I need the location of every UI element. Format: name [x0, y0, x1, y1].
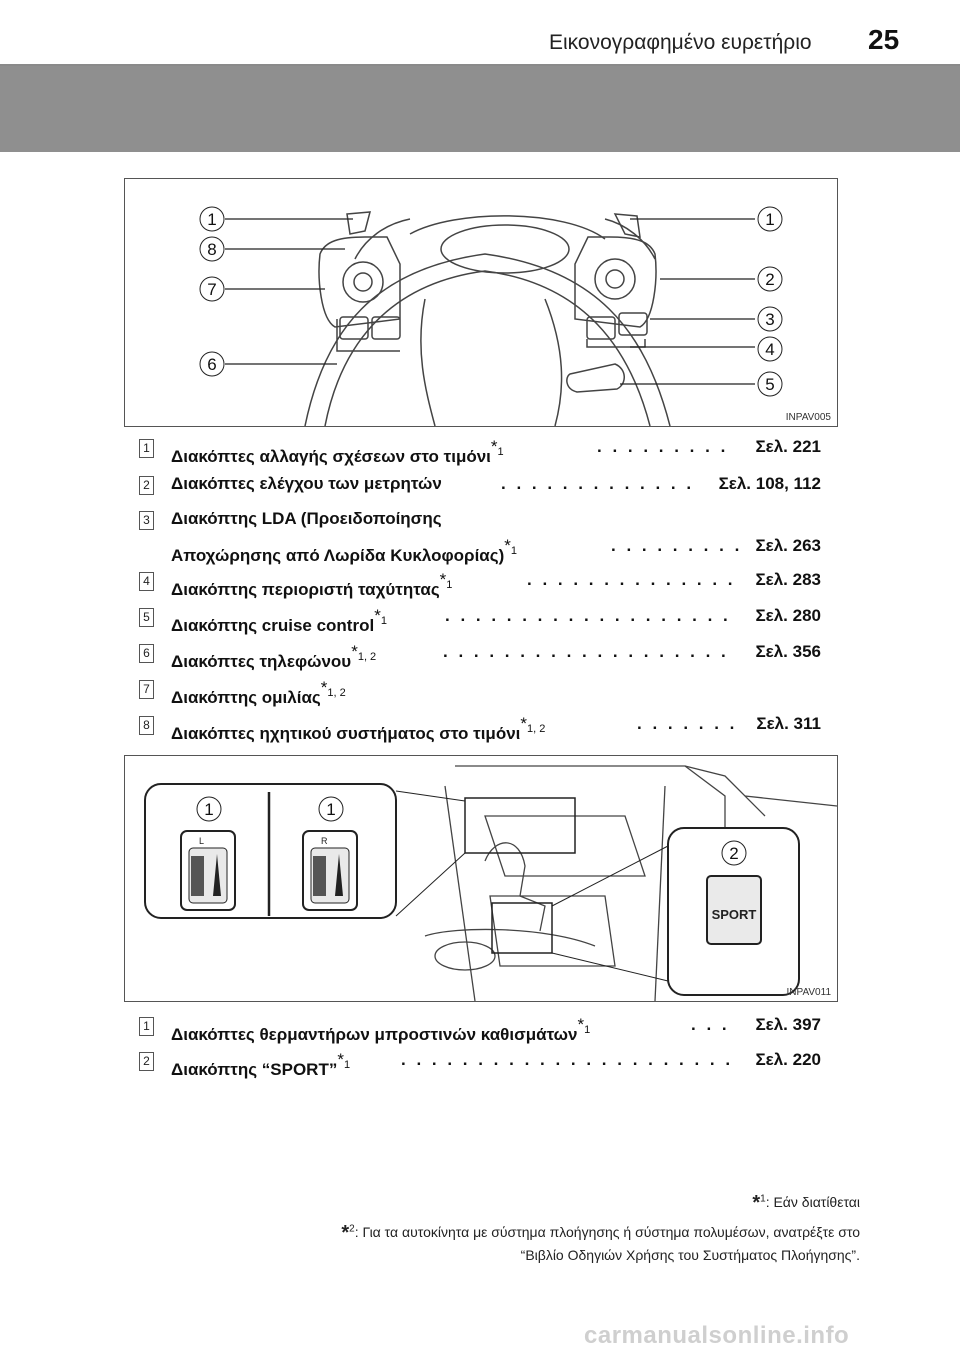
- item-number-badge: 7: [139, 680, 154, 699]
- item-number-badge: 2: [139, 476, 154, 495]
- page-reference: Σελ. 311: [756, 714, 821, 733]
- callout-1-right-seat: 1: [318, 796, 344, 822]
- footnote-1: *1: Εάν διατίθεται: [752, 1192, 860, 1214]
- svg-text:2: 2: [765, 270, 774, 289]
- svg-text:2: 2: [729, 844, 738, 863]
- item-label: Διακόπτες αλλαγής σχέσεων στο τιμόνι: [171, 447, 491, 466]
- callout-3: 3: [757, 306, 783, 332]
- watermark: carmanualsonline.info: [584, 1322, 850, 1349]
- gray-band: [0, 66, 960, 152]
- svg-text:1: 1: [326, 800, 335, 819]
- callout-2-sport: 2: [721, 840, 747, 866]
- list-item: 1 Διακόπτες αλλαγής σχέσεων στο τιμόνι*1…: [139, 437, 821, 466]
- item-label: Διακόπτες θερμαντήρων μπροστινών καθισμά…: [171, 1025, 578, 1044]
- callout-7: 7: [199, 276, 225, 302]
- svg-text:1: 1: [207, 210, 216, 229]
- list-item: 5 Διακόπτης cruise control*1 . . . . . .…: [139, 606, 821, 635]
- callout-5: 5: [757, 371, 783, 397]
- header-divider: [0, 64, 960, 66]
- console-illustration: L R SPORT 1 1 2: [144, 765, 837, 1001]
- console-figure: L R SPORT 1 1 2 INPAV011: [124, 755, 838, 1002]
- page-reference: Σελ. 221: [755, 437, 821, 456]
- sport-switch: SPORT: [706, 875, 762, 945]
- right-seat-heater-switch: R: [302, 830, 358, 911]
- svg-text:1: 1: [765, 210, 774, 229]
- page-reference: Σελ. 280: [755, 606, 821, 625]
- steering-wheel-illustration: 1 8 7 6 1 2 3 4 5: [199, 206, 783, 426]
- callout-1-left: 1: [199, 206, 225, 232]
- svg-text:SPORT: SPORT: [712, 907, 757, 922]
- item-number-badge: 4: [139, 572, 154, 591]
- svg-text:R: R: [321, 836, 328, 846]
- item-number-badge: 6: [139, 644, 154, 663]
- figure-code: INPAV011: [786, 987, 831, 998]
- item-label: Διακόπτης LDA (Προειδοποίησης: [171, 509, 442, 528]
- section-title: Εικονογραφημένο ευρετήριο: [549, 31, 812, 54]
- sport-inset-marker: [491, 902, 553, 954]
- callout-6: 6: [199, 351, 225, 377]
- svg-text:1: 1: [204, 800, 213, 819]
- page-reference: Σελ. 220: [755, 1050, 821, 1069]
- item-label-line2: Αποχώρησης από Λωρίδα Κυκλοφορίας): [171, 546, 505, 565]
- page-reference: Σελ. 263: [755, 536, 821, 555]
- list-item: 3 Διακόπτης LDA (Προειδοποίησης Αποχώρησ…: [139, 509, 821, 565]
- list-item: 1 Διακόπτες θερμαντήρων μπροστινών καθισ…: [139, 1015, 821, 1044]
- list-item: 4 Διακόπτης περιοριστή ταχύτητας*1 . . .…: [139, 570, 821, 599]
- steering-wheel-figure: 1 8 7 6 1 2 3 4 5 INPAV005: [124, 178, 838, 427]
- callout-1-right: 1: [757, 206, 783, 232]
- item-label: Διακόπτης περιοριστή ταχύτητας: [171, 580, 440, 599]
- svg-text:3: 3: [765, 310, 774, 329]
- svg-text:6: 6: [207, 355, 216, 374]
- footnote-2-continued: “Βιβλίο Οδηγιών Χρήσης του Συστήματος Πλ…: [520, 1247, 860, 1263]
- item-label: Διακόπτης cruise control: [171, 616, 375, 635]
- list-item: 2 Διακόπτες ελέγχου των μετρητών . . . .…: [139, 474, 821, 496]
- list-item: 8 Διακόπτες ηχητικού συστήματος στο τιμό…: [139, 714, 821, 743]
- item-number-badge: 5: [139, 608, 154, 627]
- svg-text:4: 4: [765, 340, 774, 359]
- item-number-badge: 2: [139, 1052, 154, 1071]
- item-number-badge: 3: [139, 511, 154, 530]
- svg-text:8: 8: [207, 240, 216, 259]
- page-reference: Σελ. 283: [755, 570, 821, 589]
- svg-text:7: 7: [207, 280, 216, 299]
- page-reference: Σελ. 108, 112: [718, 474, 821, 493]
- page-reference: Σελ. 397: [755, 1015, 821, 1034]
- page-header: Εικονογραφημένο ευρετήριο 25: [0, 0, 960, 58]
- item-number-badge: 1: [139, 439, 154, 458]
- callout-4: 4: [757, 336, 783, 362]
- item-label: Διακόπτες ηχητικού συστήματος στο τιμόνι: [171, 724, 521, 743]
- left-seat-heater-switch: L: [180, 830, 236, 911]
- item-number-badge: 8: [139, 716, 154, 735]
- figure-code: INPAV005: [785, 412, 831, 423]
- item-label: Διακόπτης “SPORT”: [171, 1060, 338, 1079]
- list-item: 7 Διακόπτης ομιλίας*1, 2: [139, 678, 821, 707]
- seat-heater-inset-marker: [464, 797, 576, 854]
- item-label: Διακόπτης ομιλίας: [171, 688, 321, 707]
- svg-text:5: 5: [765, 375, 774, 394]
- callout-1-left-seat: 1: [196, 796, 222, 822]
- page-number: 25: [868, 24, 900, 55]
- list-item: 2 Διακόπτης “SPORT”*1 . . . . . . . . . …: [139, 1050, 821, 1079]
- item-label: Διακόπτες τηλεφώνου: [171, 652, 352, 671]
- item-number-badge: 1: [139, 1017, 154, 1036]
- page-reference: Σελ. 356: [755, 642, 821, 661]
- item-label: Διακόπτες ελέγχου των μετρητών: [171, 474, 442, 493]
- svg-text:L: L: [199, 836, 204, 846]
- list-item: 6 Διακόπτες τηλεφώνου*1, 2 . . . . . . .…: [139, 642, 821, 671]
- footnote-2: *2: Για τα αυτοκίνητα με σύστημα πλοήγησ…: [341, 1222, 860, 1244]
- callout-2: 2: [757, 266, 783, 292]
- callout-8: 8: [199, 236, 225, 262]
